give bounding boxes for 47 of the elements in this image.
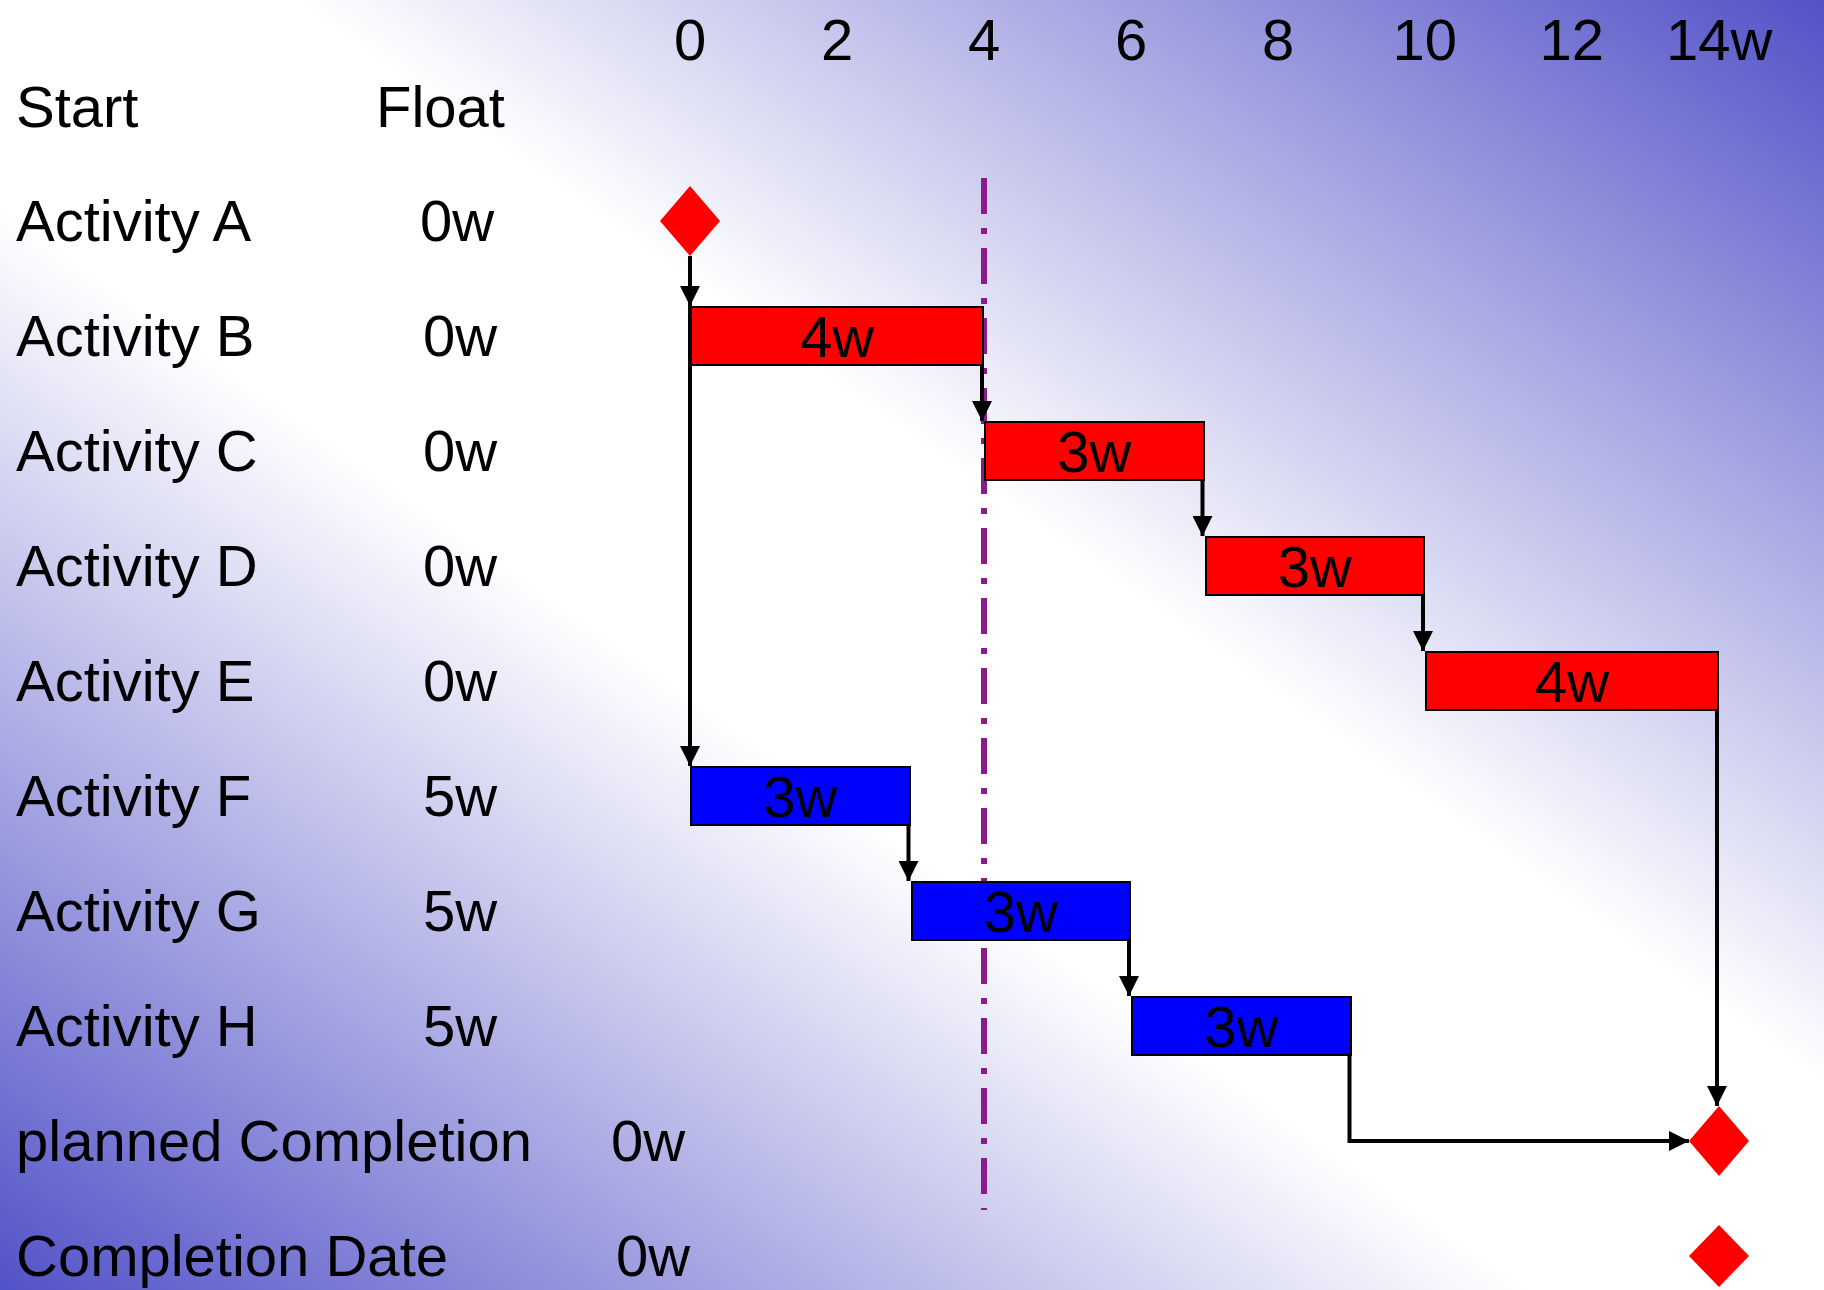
float-value: 0w	[423, 304, 498, 368]
arrow	[972, 366, 992, 421]
activity-name: Activity F	[16, 764, 252, 828]
task-bar: 3w	[984, 421, 1205, 481]
arrow	[1707, 711, 1727, 1106]
activity-name: Activity D	[16, 534, 258, 598]
activity-name: Completion Date	[16, 1224, 448, 1288]
float-value: 0w	[420, 189, 495, 253]
activity-name: planned Completion	[16, 1109, 532, 1173]
arrow	[1192, 481, 1213, 536]
activity-name: Activity C	[16, 419, 258, 483]
axis-tick-label: 6	[1115, 8, 1148, 72]
arrow	[1413, 596, 1433, 651]
axis-tick-label: 2	[821, 8, 854, 72]
axis-tick-label: 4	[968, 8, 1001, 72]
axis-tick-label: 0	[674, 8, 707, 72]
axis-tick-label: 12	[1539, 8, 1604, 72]
float-value: 5w	[423, 879, 498, 943]
task-bar: 3w	[1204, 536, 1425, 596]
arrow	[1119, 941, 1139, 996]
milestone-diamond	[660, 186, 720, 256]
activity-name: Activity E	[16, 649, 255, 713]
float-value: 5w	[423, 994, 498, 1058]
task-bar: 3w	[1131, 996, 1352, 1056]
float-value: 0w	[423, 649, 498, 713]
float-value: 0w	[616, 1224, 691, 1288]
task-bar: 3w	[690, 766, 911, 826]
arrow	[1347, 1056, 1689, 1151]
activity-name: Activity B	[16, 304, 255, 368]
arrow	[898, 826, 919, 881]
axis-tick-label: 10	[1392, 8, 1457, 72]
milestone-diamond	[1689, 1106, 1749, 1176]
float-value: 5w	[423, 764, 498, 828]
task-bar: 4w	[690, 306, 984, 366]
float-value: 0w	[423, 534, 498, 598]
activity-name: Activity A	[16, 189, 252, 253]
axis-tick-label: 8	[1262, 8, 1295, 72]
activity-name: Activity H	[16, 994, 258, 1058]
column-header: Float	[376, 75, 505, 139]
milestone-diamond	[1689, 1225, 1749, 1287]
axis-tick-label: 14w	[1666, 8, 1773, 72]
column-header: Start	[16, 75, 139, 139]
task-bar: 4w	[1425, 651, 1719, 711]
float-value: 0w	[423, 419, 498, 483]
task-bar: 3w	[910, 881, 1131, 941]
activity-name: Activity G	[16, 879, 261, 943]
float-value: 0w	[611, 1109, 686, 1173]
